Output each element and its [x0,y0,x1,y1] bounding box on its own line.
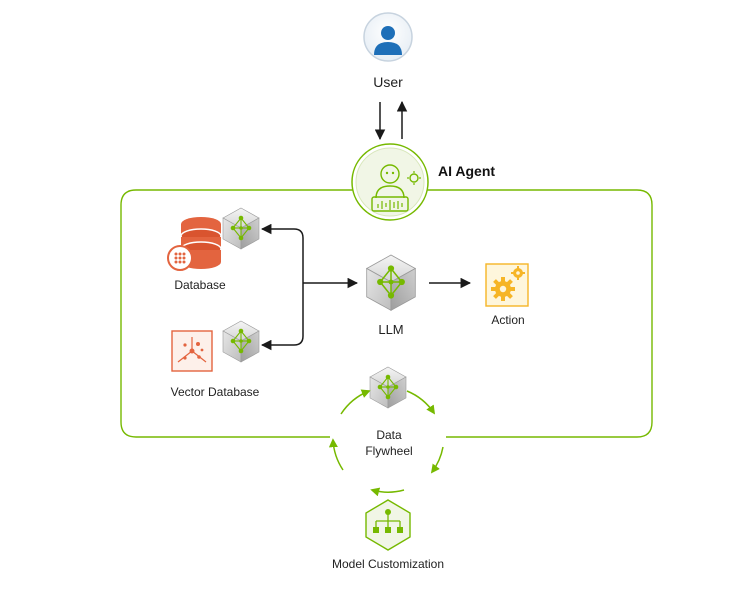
flywheel-cycle-arrows [328,389,444,497]
action-label: Action [491,313,525,327]
llm-cube-icon [365,254,417,312]
vector-database-icon [171,330,213,372]
flywheel-cube-icon [369,366,407,409]
data-flywheel-label-line2: Flywheel [365,444,413,458]
database-cube-icon [222,207,260,250]
database-label: Database [174,278,226,292]
user-label: User [373,74,403,90]
vector-database-cube-icon [222,320,260,363]
model-customization-label: Model Customization [331,557,445,571]
arrow-llm-to-vector-database [260,283,304,351]
data-flywheel-label: Data Flywheel [354,427,424,459]
data-flywheel-label-line1: Data [376,428,402,442]
hierarchy-icon [365,499,411,551]
ai-agent-icon [351,143,429,221]
llm-label: LLM [378,322,404,337]
user-icon [363,12,413,62]
gear-icon [485,263,529,307]
vector-database-label: Vector Database [170,385,260,399]
database-icon [167,217,222,271]
ai-agent-label: AI Agent [438,163,496,179]
arrow-llm-to-database [260,223,304,283]
